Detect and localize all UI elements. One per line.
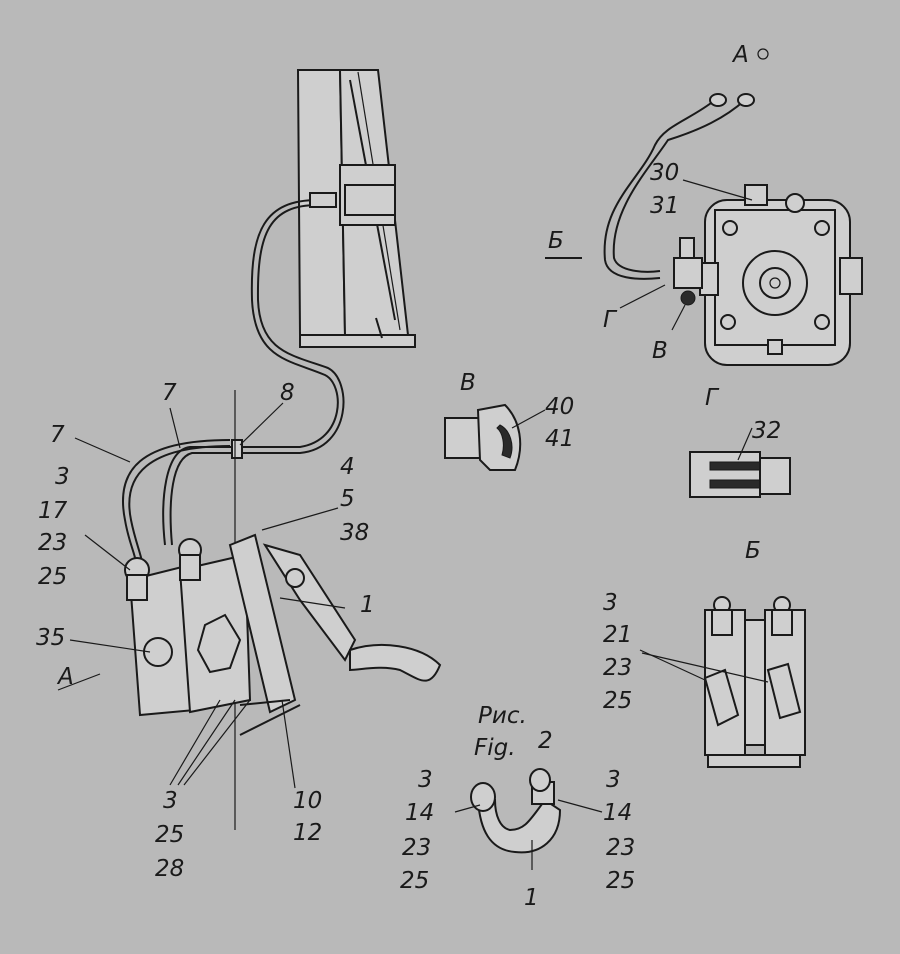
label-v-top: В [652,338,668,364]
label-b-21: 21 [603,622,632,648]
label-f-1: 1 [524,885,539,911]
label-detail-v: В [460,370,476,396]
label-7a: 7 [162,380,177,406]
label-f-14l: 14 [405,800,434,826]
label-40: 40 [545,394,574,420]
label-view-b-arrow: Б [548,228,564,254]
label-f-23r: 23 [606,835,635,861]
label-g-top: Г [603,307,618,333]
label-35: 35 [36,625,65,651]
label-41: 41 [545,426,574,452]
label-view-b: Б [745,538,761,564]
label-38: 38 [340,520,369,546]
left-leader-lines [57,402,346,789]
pedal-column [296,69,416,348]
label-3: 3 [55,464,70,490]
label-fig-ru: Рис. [478,703,527,729]
label-bot-25: 25 [155,822,184,848]
label-fig-en: Fig. [474,735,516,761]
label-bot-3: 3 [163,788,178,814]
label-31: 31 [650,193,679,219]
label-b-23: 23 [603,655,632,681]
label-fig-num: 2 [538,728,553,754]
label-23: 23 [38,530,67,556]
detail-v [444,403,546,471]
label-view-a: А [731,42,749,68]
label-25: 25 [38,564,67,590]
label-30: 30 [650,160,679,186]
label-1: 1 [360,592,375,618]
label-f-25r: 25 [606,868,635,894]
label-bot-10: 10 [293,788,322,814]
view-a-assembly [545,48,863,366]
label-4: 4 [340,454,355,480]
label-32: 32 [752,418,781,444]
label-f-3r: 3 [606,767,621,793]
label-bot-28: 28 [155,856,184,882]
label-f-14r: 14 [603,800,632,826]
label-b-25: 25 [603,688,632,714]
label-7b: 7 [50,422,65,448]
fig2-fittings [454,768,603,870]
detail-g [689,427,791,498]
view-b-assembly [639,596,806,768]
label-5: 5 [340,486,355,512]
brake-valve [124,533,442,736]
label-17: 17 [38,498,68,524]
label-8: 8 [280,380,295,406]
label-detail-g: Г [705,385,720,411]
label-f-23l: 23 [402,835,431,861]
label-bot-12: 12 [293,820,322,846]
label-a-arrow: А [56,664,74,690]
label-b-3: 3 [603,590,618,616]
label-f-3l: 3 [418,767,433,793]
label-f-25l: 25 [400,868,429,894]
labels: А Б 30 31 Г В В 40 41 Г 32 7 7 8 3 17 23… [36,42,781,911]
